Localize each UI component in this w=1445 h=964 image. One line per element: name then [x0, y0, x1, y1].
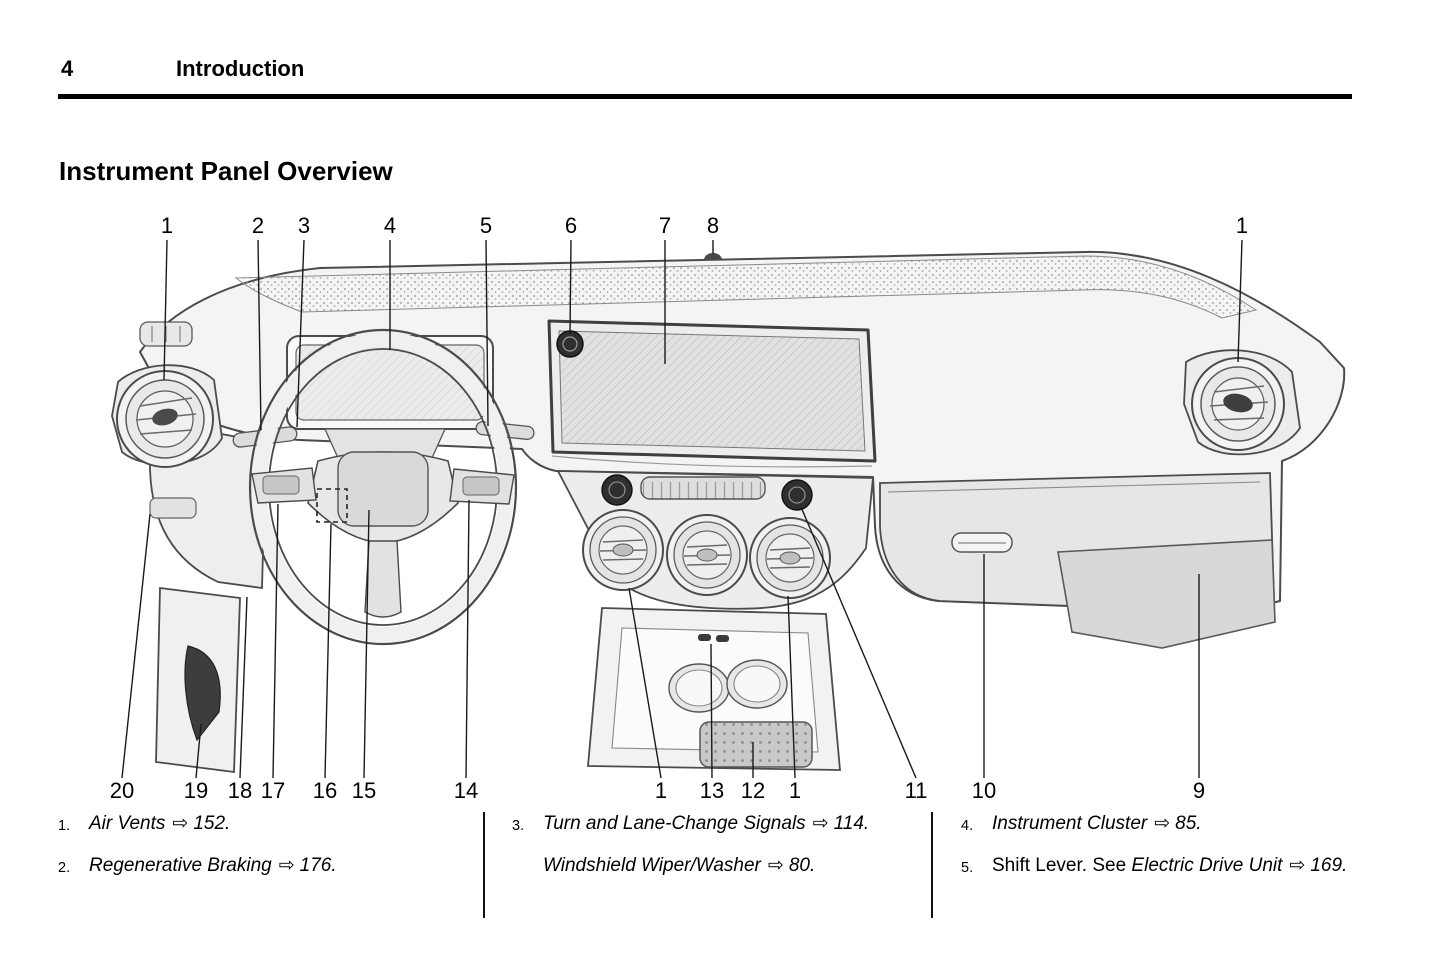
- page-ref-arrow-icon: ⇨: [1154, 813, 1171, 834]
- legend-entry-title: Turn and Lane-Change Signals: [543, 813, 806, 834]
- legend-item-text: Air Vents ⇨152.: [89, 812, 230, 838]
- legend-item-text: Shift Lever. See Electric Drive Unit ⇨169…: [992, 854, 1347, 880]
- page-ref-number: 176.: [299, 855, 337, 876]
- legend-item-text: Windshield Wiper/Washer ⇨80.: [543, 854, 815, 878]
- center-vent-left: [582, 509, 664, 591]
- leader-lines: [121, 239, 1243, 779]
- callout-number: 1: [655, 778, 667, 803]
- callout-number: 17: [261, 778, 285, 803]
- legend-item: 4. Instrument Cluster ⇨85.: [961, 812, 1403, 838]
- legend-entry-roman: Shift Lever. See: [992, 855, 1132, 876]
- callout-number: 1: [1236, 213, 1248, 238]
- page-ref-number: 80.: [788, 855, 816, 876]
- legend-item-number: 1.: [58, 818, 71, 834]
- callout-number: 19: [184, 778, 208, 803]
- callout-number: 13: [700, 778, 724, 803]
- page-number: 4: [61, 56, 74, 81]
- callout-number: 4: [384, 213, 396, 238]
- right-air-vent: [1183, 349, 1301, 456]
- legend-item-number: 2.: [58, 860, 71, 876]
- callout-number: 1: [789, 778, 801, 803]
- page-ref-arrow-icon: ⇨: [172, 813, 189, 834]
- storage-tray: [699, 721, 813, 768]
- callout-number: 3: [298, 213, 310, 238]
- callout-number: 15: [352, 778, 376, 803]
- header-rule: [58, 94, 1352, 99]
- console-button: [698, 634, 711, 641]
- center-display: [547, 319, 877, 463]
- page-title: Instrument Panel Overview: [59, 156, 393, 186]
- legend-column-3: 4. Instrument Cluster⇨85. 5. Shift Lever…: [933, 812, 1403, 880]
- legend-divider: [483, 812, 485, 918]
- callout-number: 20: [110, 778, 134, 803]
- legend: 1. Air Vents⇨152. 2. Regenerative Brakin…: [58, 812, 1403, 918]
- door-handle: [184, 645, 221, 742]
- callout-number: 5: [480, 213, 492, 238]
- legend-item-text: Turn and Lane-Change Signals ⇨114.: [543, 812, 869, 838]
- callout-number: 18: [228, 778, 252, 803]
- left-air-vent: [111, 321, 223, 468]
- legend-item-text: Regenerative Braking ⇨176.: [89, 854, 337, 880]
- legend-column-2: 3. Turn and Lane-Change Signals⇨114. Win…: [485, 812, 931, 878]
- center-stack: [556, 470, 874, 610]
- center-console: [587, 607, 841, 771]
- page-ref-number: 114.: [833, 813, 870, 834]
- callout-number: 12: [741, 778, 765, 803]
- legend-item-number: [512, 854, 543, 878]
- right-climate-knob: [781, 479, 813, 511]
- page-ref-arrow-icon: ⇨: [812, 813, 829, 834]
- callout-number: 6: [565, 213, 577, 238]
- page-ref-number: 152.: [193, 813, 231, 834]
- center-vent-right: [749, 517, 831, 599]
- callout-number: 2: [252, 213, 264, 238]
- callout-number: 7: [659, 213, 671, 238]
- callout-numbers-bottom: 20 19 18 17 16 15 14 1 13 12 1 11 10 9: [110, 778, 1205, 803]
- legend-divider: [931, 812, 933, 918]
- legend-entry-title: Air Vents: [89, 813, 166, 834]
- lower-right-panel: [1057, 539, 1276, 649]
- legend-column-1: 1. Air Vents⇨152. 2. Regenerative Brakin…: [58, 812, 483, 880]
- left-trim-pocket: [149, 497, 197, 519]
- callout-number: 14: [454, 778, 478, 803]
- legend-item: 5. Shift Lever. See Electric Drive Unit ⇨…: [961, 854, 1403, 880]
- legend-item: 3. Turn and Lane-Change Signals ⇨114.: [512, 812, 931, 838]
- right-spoke-controls: [462, 476, 500, 496]
- legend-item-number: 3.: [512, 818, 525, 834]
- page-ref-arrow-icon: ⇨: [767, 855, 784, 876]
- callout-number: 8: [707, 213, 719, 238]
- legend-item-number: 5.: [961, 860, 974, 876]
- left-climate-knob: [601, 474, 633, 506]
- steering-wheel: [248, 328, 518, 646]
- page-ref-arrow-icon: ⇨: [278, 855, 295, 876]
- callout-number: 1: [161, 213, 173, 238]
- page-ref-number: 169.: [1310, 855, 1348, 876]
- page-ref-arrow-icon: ⇨: [1289, 855, 1306, 876]
- callout-number: 16: [313, 778, 337, 803]
- callout-number: 9: [1193, 778, 1205, 803]
- legend-item: 2. Regenerative Braking ⇨176.: [58, 854, 483, 880]
- legend-entry-title: Regenerative Braking: [89, 855, 272, 876]
- section-title: Introduction: [176, 56, 305, 81]
- legend-entry-title: Windshield Wiper/Washer: [543, 855, 761, 876]
- callout-dashed-box: [316, 488, 348, 523]
- center-vent-middle: [666, 514, 748, 596]
- legend-entry-title: Instrument Cluster: [992, 813, 1148, 834]
- legend-entry-title: Electric Drive Unit: [1131, 855, 1283, 876]
- slot-vent: [640, 476, 766, 500]
- legend-item-text: Instrument Cluster ⇨85.: [992, 812, 1202, 838]
- glove-box: [879, 472, 1276, 649]
- legend-item: 1. Air Vents ⇨152.: [58, 812, 483, 838]
- airbag-pad: [337, 451, 429, 527]
- legend-item-number: 4.: [961, 818, 974, 834]
- console-button: [716, 635, 729, 642]
- callout-numbers-top: 1 2 3 4 5 6 7 8 1: [161, 213, 1248, 238]
- callout-number: 11: [905, 778, 928, 803]
- legend-item: Windshield Wiper/Washer ⇨80.: [512, 854, 931, 878]
- volume-knob: [556, 330, 584, 358]
- callout-number: 10: [972, 778, 996, 803]
- page-ref-number: 85.: [1175, 813, 1202, 834]
- dash-sensor-dome: [704, 253, 722, 260]
- left-spoke-controls: [262, 475, 300, 495]
